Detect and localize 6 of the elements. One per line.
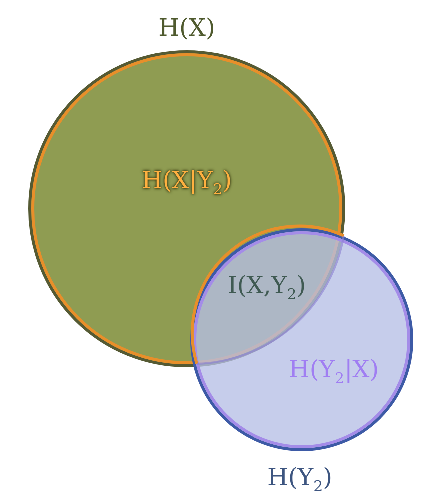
circle-title: H(Y$_{2}$) xyxy=(267,466,333,494)
set-label: H(X|Y$_{2}$) xyxy=(142,168,232,198)
venn-circle xyxy=(190,228,414,452)
set-label: H(Y$_{2}$|X) xyxy=(288,358,380,386)
intersection-label: I(X,Y$_{2}$) xyxy=(228,274,306,302)
circle-title: H(X) xyxy=(158,16,216,40)
